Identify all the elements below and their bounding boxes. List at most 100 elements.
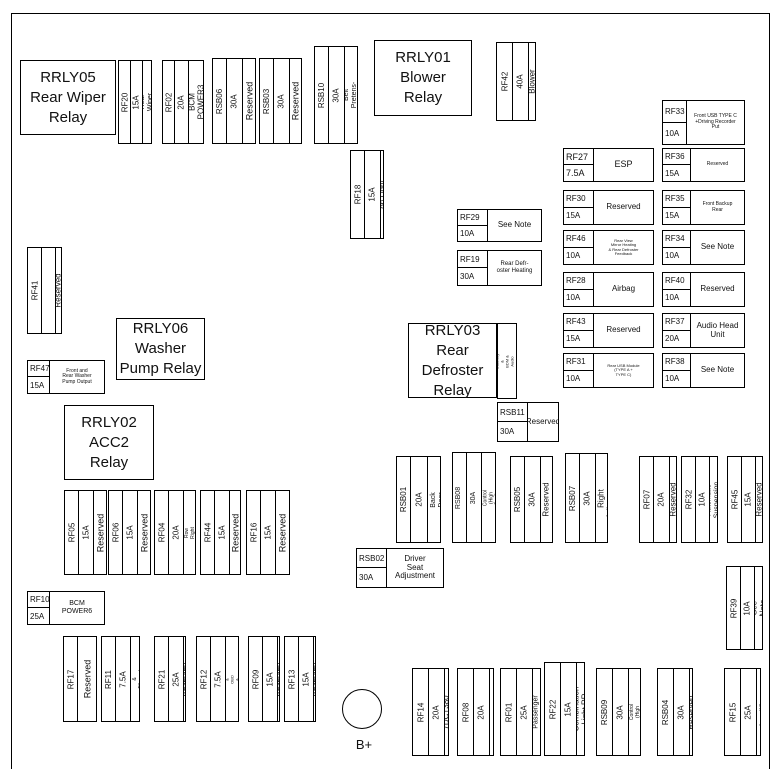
fuse-amp: 15A	[132, 94, 142, 110]
fuse-code-cell: RSB08	[453, 453, 467, 542]
fuse-code: RF16	[249, 522, 258, 543]
fuse-label: Reserved	[670, 482, 676, 517]
fuse-rf18: RF1815ACombinati- on Light RL	[350, 150, 384, 239]
fuse-code: RF36	[663, 149, 691, 165]
fuse-code-cell: RF09	[249, 637, 263, 721]
fuse-code-cell: RF22	[545, 663, 561, 755]
fuse-code: RF47	[28, 361, 50, 377]
fuse-code-cell: RF07	[640, 457, 654, 542]
fuse-amp: 25A	[743, 704, 753, 720]
fuse-code: RF12	[199, 669, 208, 689]
fuse-amp: 30A	[615, 704, 625, 720]
fuse-label-cell: Front Passenger Adjustment	[533, 669, 540, 755]
fuse-amp: 20A	[414, 492, 424, 507]
fuse-code: RF15	[728, 702, 737, 722]
fuse-label: ESP	[614, 159, 633, 170]
fuse-rf15: RF1525APower Amplifier	[724, 668, 761, 756]
fuse-label: Reserved	[528, 416, 558, 426]
fuse-label-cell: Reserved	[94, 491, 106, 574]
fuse-label-cell: Spiral Cable & OBD & Blower Relay	[226, 637, 238, 721]
fuse-code: RF19	[458, 251, 488, 268]
fuse-code: RF08	[461, 702, 470, 722]
fuse-rsb07: RSB0730A2nd Row Right Adjustment	[565, 453, 608, 543]
fuse-amp-cell: 20A	[175, 61, 189, 143]
fuse-code: RSB04	[661, 699, 671, 725]
fuse-code-cell: RSB06	[213, 59, 227, 143]
fuse-label: Rear USB Module (TYPE A + TYPE C)	[607, 362, 640, 377]
fuse-amp: 15A	[301, 671, 311, 687]
fuse-rsb09: RSB0930ARear Side Door Control (High Con…	[596, 668, 641, 756]
fuse-code: RSB11	[498, 403, 528, 422]
fuse-label: Reserved	[706, 161, 729, 168]
fuse-amp: 25A	[28, 608, 50, 624]
fuse-code-cell: RF12	[197, 637, 211, 721]
fuse-amp: 10A	[564, 247, 594, 264]
fuse-code: RF14	[416, 702, 425, 722]
fuse-code: RF30	[564, 191, 594, 208]
fuse-label: See Note	[755, 599, 762, 617]
fuse-amp-cell: 30A	[525, 457, 541, 542]
fuse-label: Front Passenger Adjustment	[533, 695, 540, 729]
fuse-label: Rear View Mirror Heating & Rear Defroste…	[608, 237, 639, 256]
fuse-label-cell: Reserved	[690, 669, 692, 755]
fuse-amp: 10A	[698, 492, 708, 507]
fuse-code: RF05	[67, 522, 76, 543]
relay-rrly06: RRLY06 Washer Pump Relay	[116, 318, 205, 380]
fuse-amp-cell	[42, 248, 56, 333]
fuse-code-cell: RSB04	[658, 669, 674, 755]
fuse-code: RSB01	[399, 486, 409, 513]
fuse-code: RF35	[663, 191, 691, 208]
fuse-code: RF32	[684, 489, 693, 510]
fuse-code-cell: RF45	[728, 457, 742, 542]
fuse-label: Seat Belt Pretens- ioner	[345, 81, 357, 109]
fuse-amp: 10A	[743, 600, 753, 616]
fuse-code: RF44	[203, 522, 212, 543]
fuse-label: Rear Wiper	[143, 92, 151, 112]
fuse-label-cell: Reserved	[243, 59, 255, 143]
fuse-amp: 30A	[276, 93, 286, 109]
fuse-label: Reserved	[277, 513, 288, 552]
fuse-label: Blower	[529, 69, 535, 94]
fuse-amp-cell: 30A	[227, 59, 243, 143]
fuse-amp-cell: 30A	[274, 59, 290, 143]
fuse-code: RSB03	[262, 88, 272, 114]
fuse-label: Power Back Door	[428, 490, 440, 510]
fuse-label: Rear Side Door Control (High Confi- gura…	[629, 703, 640, 721]
fuse-label-cell: Combination Light RR	[577, 663, 584, 755]
fuse-code-cell: RF42	[497, 43, 513, 120]
fuse-label: Gateway & BDM & Audio Head Unit	[498, 352, 516, 370]
fuse-label-cell: Gateway & BDM & Audio Head Unit	[498, 324, 516, 398]
fuse-rf21: RF2125AReserved	[154, 636, 186, 722]
fuse-amp: 15A	[28, 377, 50, 393]
fuse-label-cell: Reserved	[138, 491, 150, 574]
fuse-label: 2nd Row Right Adjustment	[596, 478, 607, 518]
fuse-amp-cell: 40A	[513, 43, 529, 120]
fuse-amp: 20A	[171, 525, 181, 540]
relay-rrly01: RRLY01 Blower Relay	[374, 40, 472, 116]
fuse-label: Spiral Cable & OBD & Blower Relay	[226, 674, 238, 684]
fuse-label-cell: Reserved	[184, 637, 185, 721]
fuse-amp: 30A	[498, 422, 528, 441]
fuse-label: Front Backup Rear	[702, 201, 733, 213]
fuse-code: RF34	[663, 231, 691, 248]
fuse-label: Rear Defr- oster Heating	[496, 261, 533, 274]
fuse-amp: 20A	[476, 704, 486, 720]
fuse-amp-cell: 15A	[263, 637, 278, 721]
fuse-code: RF31	[564, 354, 594, 371]
fuse-label: Automatic Suspension	[710, 481, 717, 518]
fuse-label: Reserved	[95, 513, 105, 552]
fuse-label: Reserved	[606, 202, 641, 212]
fuse-amp: 7.5A	[213, 670, 223, 688]
fuse-code-cell: RF13	[285, 637, 299, 721]
fuse-amp: 15A	[125, 525, 135, 540]
fuse-code: RF28	[564, 273, 594, 290]
fuse-label: Reserved	[56, 273, 61, 308]
